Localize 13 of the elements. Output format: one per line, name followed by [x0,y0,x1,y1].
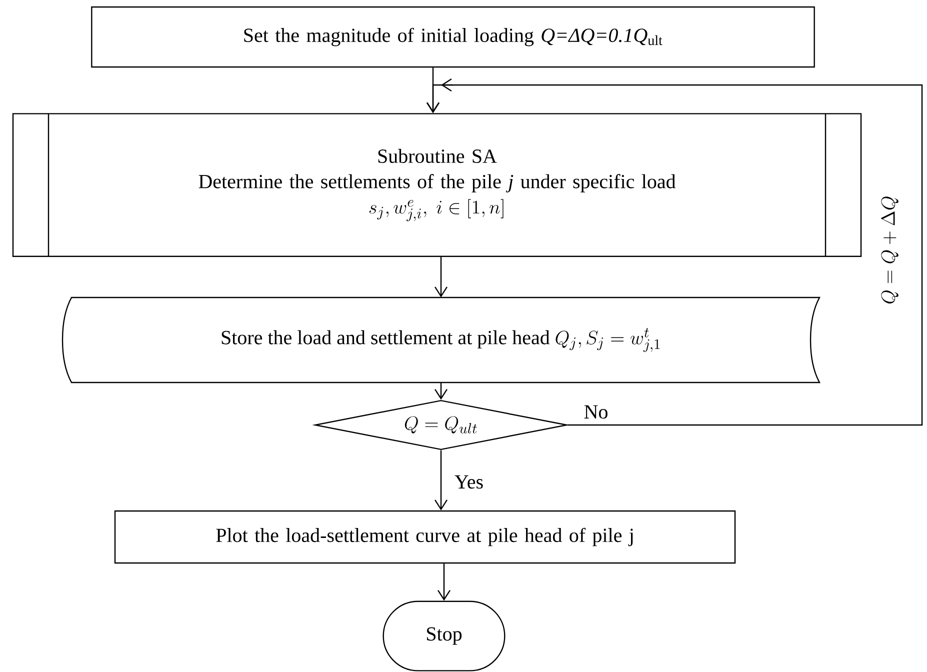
subroutine-box: Subroutine SA Determine the settlements of the pile j under specific load $s_{j}, w^{e}_{j,i}, \; i \in [1,n]$ [12,113,862,257]
arrow [434,382,448,400]
loop-formula: $Q = Q + \Delta Q$ [880,194,900,306]
arrow [434,450,448,510]
arrow [434,256,448,298]
process-box: Set the magnitude of initial loading Q=ΔQ=0.1Q$_{ult}$ [91,6,815,68]
stop-terminal: Stop [382,600,506,672]
edge-label: No [582,404,610,420]
stored-data-box: Store the load and settlement at pile head $Q_{j}, S_{j} = w^{t}_{j,1}$ [62,296,820,384]
edge-label: Yes [453,474,485,490]
process-box: Plot the load-settlement curve at pile head of pile j [114,510,736,564]
arrow [426,78,923,426]
arrow [438,564,450,601]
